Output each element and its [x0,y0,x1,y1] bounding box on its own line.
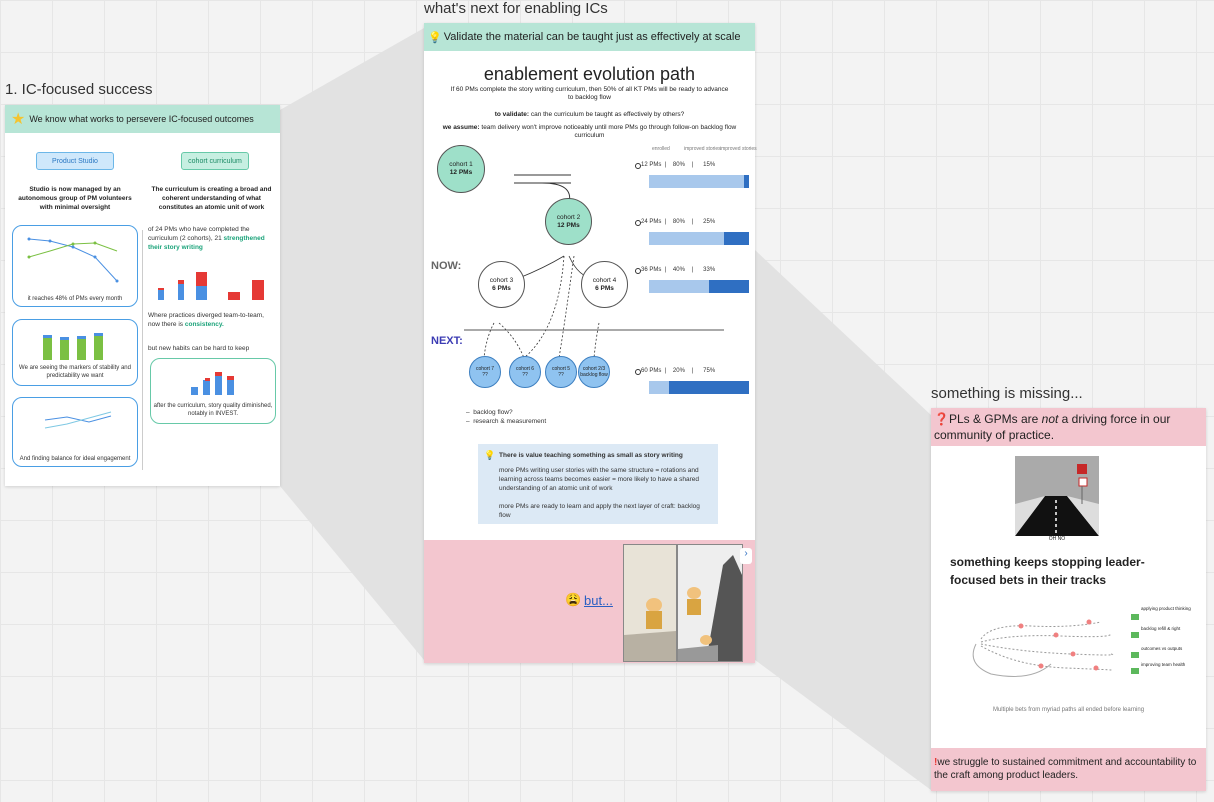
chart-caption: And finding balance for ideal engagement [19,456,131,462]
frame-title-missing: something is missing... [931,385,1083,402]
validate-line: to validate: can the curriculum be taugh… [494,111,685,118]
left-heading: Studio is now managed by an autonomous g… [18,186,132,211]
frame-footer: !we struggle to sustained commitment and… [931,748,1206,791]
bar-header-improved-b: improved stories [720,146,757,152]
cohort-progress-fill [669,381,749,394]
story-quality-bar-chart [191,372,234,395]
right-heading: The curriculum is creating a broad and c… [151,186,272,211]
mini-chart-engagement: And finding balance for ideal engagement [12,397,138,467]
column-divider [142,230,143,470]
cohort-progress-fill [709,280,749,293]
cohort-progress-bar [649,232,749,245]
frame-ic-focused-success[interactable]: ★ We know what works to persevere IC-foc… [5,105,280,486]
next-label: NEXT: [431,335,463,347]
pill-cohort-curriculum[interactable]: cohort curriculum [181,152,249,170]
stalled-bets-diagram [972,614,1139,677]
right-text-1: of 24 PMs who have completed the curricu… [148,226,265,251]
mini-chart-story-quality: after the curriculum, story quality dimi… [150,358,276,424]
bar-row-dot [635,369,641,375]
weary-face-icon: 😩 [565,592,582,607]
exclamation-icon: ❓ [934,412,949,426]
cohort-progress-bar [649,381,749,394]
heading: enablement evolution path [483,64,696,84]
lightbulb-icon: 💡 [428,31,442,44]
value-title: There is value teaching something as sma… [499,452,683,459]
cohort-6[interactable]: cohort 6?? [509,356,541,388]
frame-header: ❓PLs & GPMs are not a driving force in o… [931,408,1206,446]
road-closed-image: OH NO [1015,456,1099,542]
exclamation-icon: ! [934,757,938,768]
cohort-5[interactable]: cohort 5?? [545,356,577,388]
bar-row-label: 24 PMs | 80% | 25% [641,219,716,225]
but-link[interactable]: but... [584,593,613,608]
frame-title-ic-success: 1. IC-focused success [5,81,153,98]
bar-header-improved-a: improved stories [684,146,721,152]
cohort-flow-arrows [464,174,724,359]
chart-caption: after the curriculum, story quality dimi… [153,403,273,417]
cohort-progress-fill [724,232,749,245]
bar-row-label: 12 PMs | 80% | 15% [641,162,716,168]
cohort-progress-bar [649,175,749,188]
frame-whats-next[interactable]: 💡 Validate the material can be taught ju… [424,23,757,663]
bar-row-dot [635,220,641,226]
comic-figures-icon [624,545,676,661]
but-section: 😩 but... › [424,540,755,663]
mini-chart-stability: We are seeing the markers of stability a… [12,319,138,386]
lightbulb-icon: 💡 [484,450,496,460]
bar-row-dot [635,268,641,274]
stability-bar-chart [43,333,103,360]
frame-something-missing[interactable]: ❓PLs & GPMs are not a driving force in o… [931,408,1206,791]
value-p2: more PMs are ready to learn and apply th… [499,503,700,519]
frame-header: ★ We know what works to persevere IC-foc… [5,105,280,133]
right-text-3: but new habits can be hard to keep [148,345,250,352]
road-caption: OH NO [1048,536,1066,542]
bar-header-enrolled: enrolled [652,146,670,152]
header-text: We know what works to persevere IC-focus… [29,114,254,124]
heading: something keeps stopping leader-focused … [950,555,1145,587]
hypothesis: If 60 PMs complete the story writing cur… [450,86,729,101]
reach-line-chart [27,237,119,283]
header-text: Validate the material can be taught just… [443,31,741,43]
cohort-progress-fill [744,175,749,188]
frame-title-next: what's next for enabling ICs [424,0,608,17]
bar-row-dot [635,163,641,169]
now-label: NOW: [431,260,462,272]
chart-caption: We are seeing the markers of stability a… [19,365,131,379]
value-callout: 💡 There is value teaching something as s… [478,444,718,524]
mini-chart-reach: it reaches 48% of PMs every month [12,225,138,307]
bar-row-label: 36 PMs | 40% | 33% [641,267,716,273]
chevron-right-icon[interactable]: › [740,548,752,564]
cohort-progress-bar [649,280,749,293]
road-icon [1015,456,1099,536]
star-icon: ★ [11,111,26,128]
comic-panel-1 [623,544,677,662]
next-bullets: – backlog flow? – research & measurement [466,409,547,425]
path-labels: applying product thinking backlog refill… [1141,606,1191,667]
chart-caption: it reaches 48% of PMs every month [27,296,123,302]
comic-panel-2 [677,544,743,662]
right-text-2: Where practices diverged team-to-team, n… [148,312,264,328]
diagram-caption: Multiple bets from myriad paths all ende… [992,707,1145,713]
comic-cliff-icon [678,545,742,661]
story-writing-bar-charts [158,272,264,300]
frame-header: 💡 Validate the material can be taught ju… [424,23,755,51]
pill-product-studio[interactable]: Product Studio [36,152,114,170]
value-p1: more PMs writing user stories with the s… [499,467,699,492]
assume-line: we assume: team delivery won't improve n… [442,124,737,139]
cohort-7[interactable]: cohort 7?? [469,356,501,388]
engagement-line-chart [44,411,112,429]
bar-row-label: 60 PMs | 20% | 75% [641,368,716,374]
